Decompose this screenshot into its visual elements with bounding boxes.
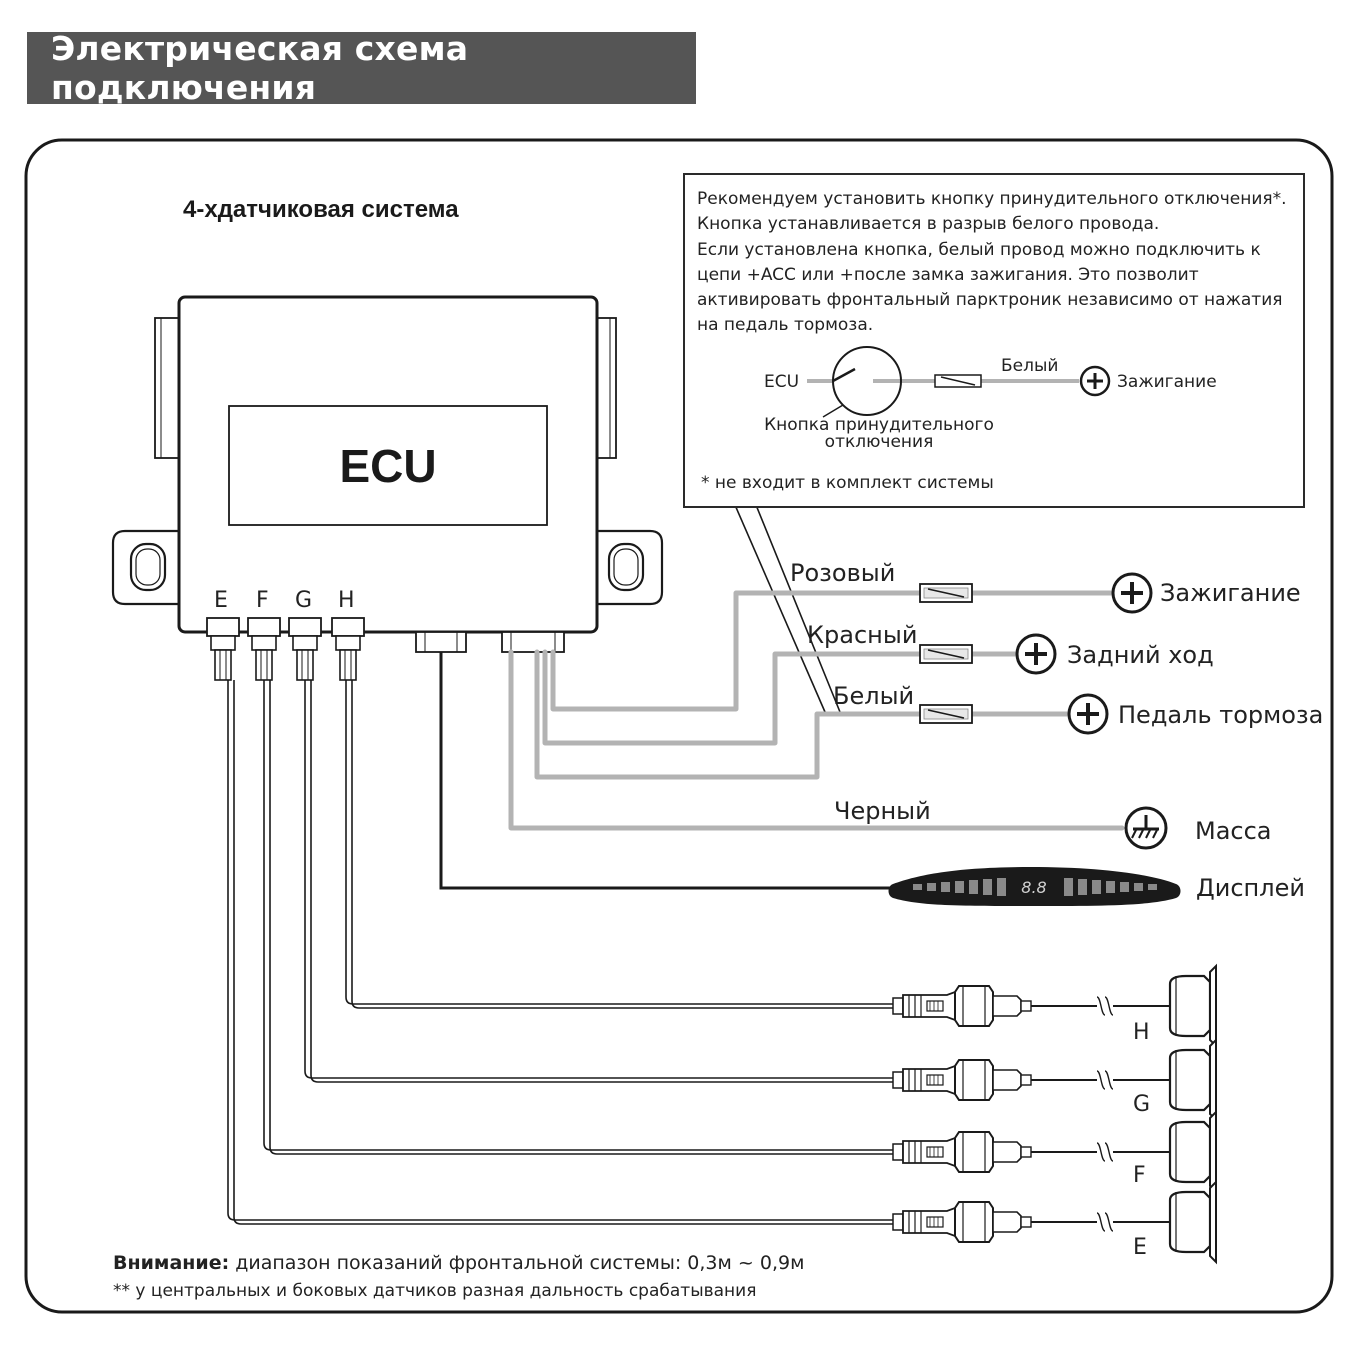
- sensor-label-e: E: [1133, 1235, 1147, 1260]
- note-line: на педаль тормоза.: [697, 315, 874, 336]
- sensor-label-f: F: [1133, 1163, 1146, 1188]
- ecu-label: ECU: [339, 439, 437, 492]
- note-text: Рекомендуем установить кнопку принудител…: [697, 187, 1297, 339]
- sensor-h: [892, 964, 1218, 1048]
- note-ecu-label: ECU: [764, 372, 800, 392]
- wire-label-white: Белый: [833, 682, 915, 710]
- note-line: цепи +ACC или +после замка зажигания. Эт…: [697, 264, 1199, 285]
- sensor-label-g: G: [1133, 1092, 1151, 1117]
- sensor-f: [892, 1110, 1218, 1194]
- page-title: Электрическая схема подключения: [27, 29, 696, 107]
- display-cable: [439, 652, 895, 890]
- power-port-connector: [501, 631, 565, 653]
- port-label-e: E: [214, 588, 228, 613]
- wire-label-pink: Розовый: [790, 559, 896, 587]
- dest-label-ground: Масса: [1195, 817, 1272, 845]
- note-button-label: Кнопка принудительного отключения: [761, 417, 997, 451]
- port-label-f: F: [256, 588, 269, 613]
- system-title: 4-хдатчиковая система: [183, 196, 459, 223]
- attention-note: Внимание: диапазон показаний фронтальной…: [113, 1252, 804, 1274]
- sensor-label-h: H: [1133, 1020, 1150, 1045]
- note-line: Кнопка устанавливается в разрыв белого п…: [697, 214, 1160, 235]
- attention-text: диапазон показаний фронтальной системы: …: [229, 1252, 805, 1274]
- range-footnote: ** у центральных и боковых датчиков разн…: [113, 1281, 757, 1301]
- display-port-connector: [415, 631, 467, 653]
- dest-label-brake: Педаль тормоза: [1118, 701, 1324, 729]
- sensor-cables: [227, 680, 893, 1225]
- note-box: Рекомендуем установить кнопку принудител…: [683, 173, 1305, 508]
- port-label-h: H: [338, 588, 355, 613]
- display-unit: 8.8: [888, 867, 1181, 906]
- ground-icon: [1124, 806, 1168, 850]
- display-digits: 8.8: [1021, 878, 1046, 897]
- ecu-box: [111, 295, 664, 634]
- note-dest-label: Зажигание: [1117, 372, 1217, 392]
- sensor-e: [892, 1180, 1218, 1264]
- note-line: активировать фронтальный парктроник неза…: [697, 290, 1283, 311]
- dest-label-ignition: Зажигание: [1160, 579, 1301, 607]
- wire-label-red: Красный: [807, 621, 918, 649]
- outer-frame: [24, 138, 1334, 1314]
- attention-bold: Внимание:: [113, 1252, 230, 1274]
- note-line: Если установлена кнопка, белый провод мо…: [697, 239, 1261, 260]
- dest-label-display: Дисплей: [1196, 874, 1305, 902]
- note-mini-diagram: [807, 346, 1111, 418]
- note-button-label-line: Кнопка принудительного: [764, 415, 994, 435]
- note-button-label-line: отключения: [824, 432, 934, 452]
- note-wire-label: Белый: [1001, 356, 1059, 376]
- note-footnote: * не входит в комплект системы: [701, 473, 994, 493]
- port-label-g: G: [295, 588, 313, 613]
- wire-label-black: Черный: [834, 797, 931, 825]
- note-line: Рекомендуем установить кнопку принудител…: [697, 189, 1287, 209]
- power-wires: [508, 590, 1125, 831]
- dest-label-reverse: Задний ход: [1067, 641, 1214, 669]
- sensor-g: [892, 1038, 1218, 1122]
